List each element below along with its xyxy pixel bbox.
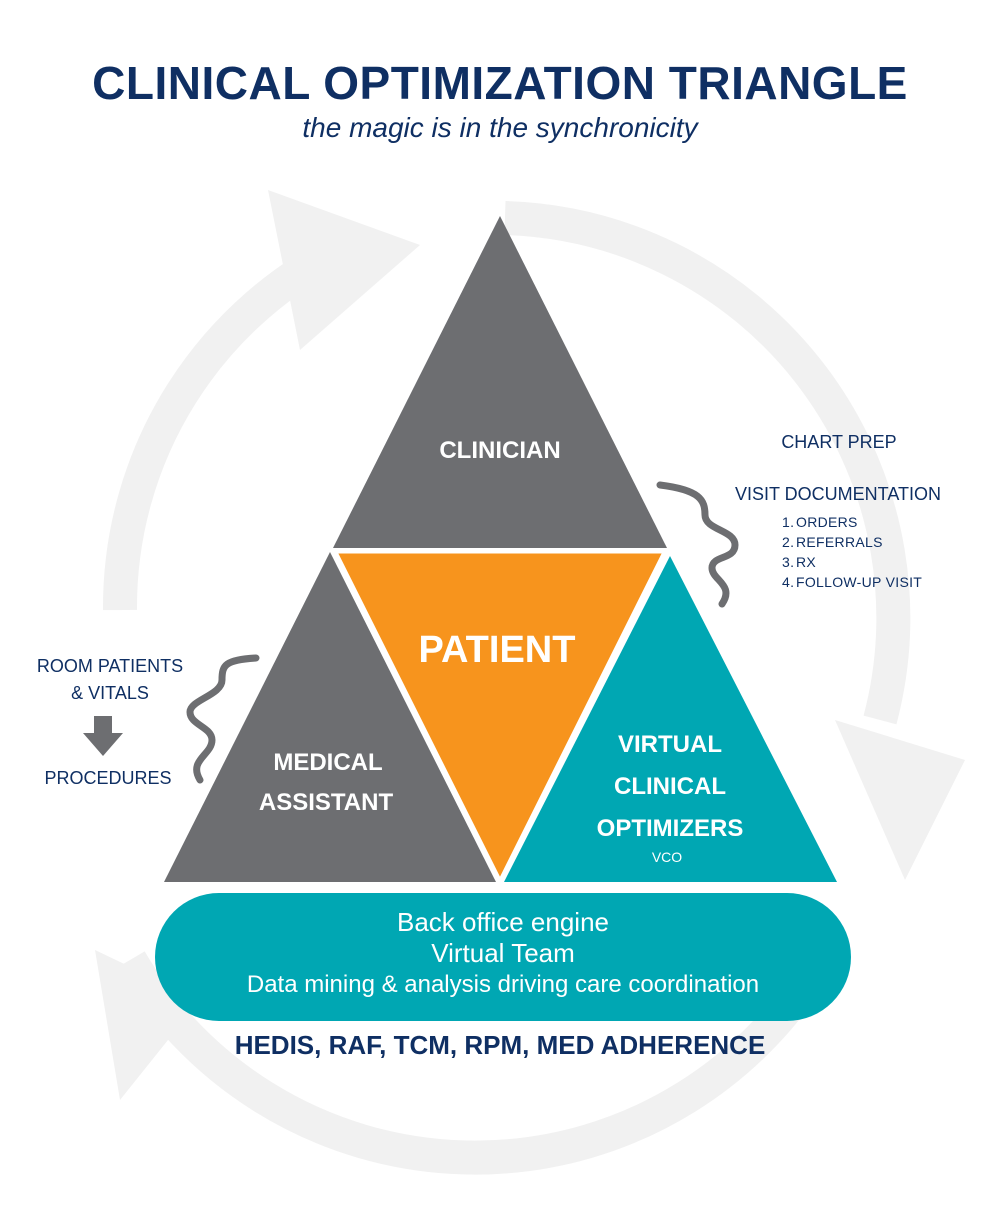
down-arrow-icon bbox=[83, 716, 123, 756]
list-item: 2.REFERRALS bbox=[782, 534, 883, 550]
cycle-arrowhead-right bbox=[835, 720, 965, 880]
visit-documentation-text: VISIT DOCUMENTATION bbox=[735, 484, 941, 504]
medical-assistant-triangle bbox=[164, 552, 496, 882]
patient-label: PATIENT bbox=[419, 629, 576, 671]
back-office-engine-banner: Back office engine Virtual Team Data min… bbox=[155, 893, 851, 1021]
room-patients-text: ROOM PATIENTS bbox=[37, 656, 183, 676]
cycle-arrowhead-top bbox=[268, 190, 420, 350]
engine-line1: Back office engine bbox=[397, 907, 609, 937]
clinician-label: CLINICIAN bbox=[439, 437, 560, 464]
clinician-brace bbox=[656, 481, 739, 608]
vitals-text: & VITALS bbox=[71, 683, 149, 703]
patient-triangle bbox=[333, 550, 667, 884]
medical-assistant-brace bbox=[186, 654, 260, 784]
medical-assistant-label-line2: ASSISTANT bbox=[259, 789, 394, 816]
metrics-footer: HEDIS, RAF, TCM, RPM, MED ADHERENCE bbox=[234, 1030, 766, 1060]
procedures-text: PROCEDURES bbox=[44, 768, 171, 788]
cycle-arrow-bottom bbox=[115, 951, 835, 1175]
vco-label-line1: VIRTUAL bbox=[618, 731, 722, 758]
vco-label-line3: OPTIMIZERS bbox=[597, 815, 744, 842]
visit-documentation-list: 1.ORDERS 2.REFERRALS 3.RX 4.FOLLOW-UP VI… bbox=[782, 512, 922, 592]
cycle-arrow-top-right bbox=[504, 201, 911, 725]
vco-abbreviation: VCO bbox=[652, 849, 682, 865]
medical-assistant-label-line1: MEDICAL bbox=[273, 749, 382, 776]
list-item: 4.FOLLOW-UP VISIT bbox=[782, 574, 923, 590]
list-item: 3.RX bbox=[782, 554, 817, 570]
engine-line2: Virtual Team bbox=[431, 938, 575, 968]
page-subtitle: the magic is in the synchronicity bbox=[302, 112, 698, 143]
list-item: 1.ORDERS bbox=[782, 514, 858, 530]
vco-label-line2: CLINICAL bbox=[614, 773, 726, 800]
clinician-triangle bbox=[333, 216, 667, 548]
page-title: CLINICAL OPTIMIZATION TRIANGLE bbox=[92, 57, 908, 109]
cycle-arrowheads bbox=[95, 190, 965, 1100]
engine-line3: Data mining & analysis driving care coor… bbox=[246, 971, 760, 998]
chart-prep-text: CHART PREP bbox=[781, 432, 896, 452]
vco-triangle bbox=[504, 556, 837, 882]
